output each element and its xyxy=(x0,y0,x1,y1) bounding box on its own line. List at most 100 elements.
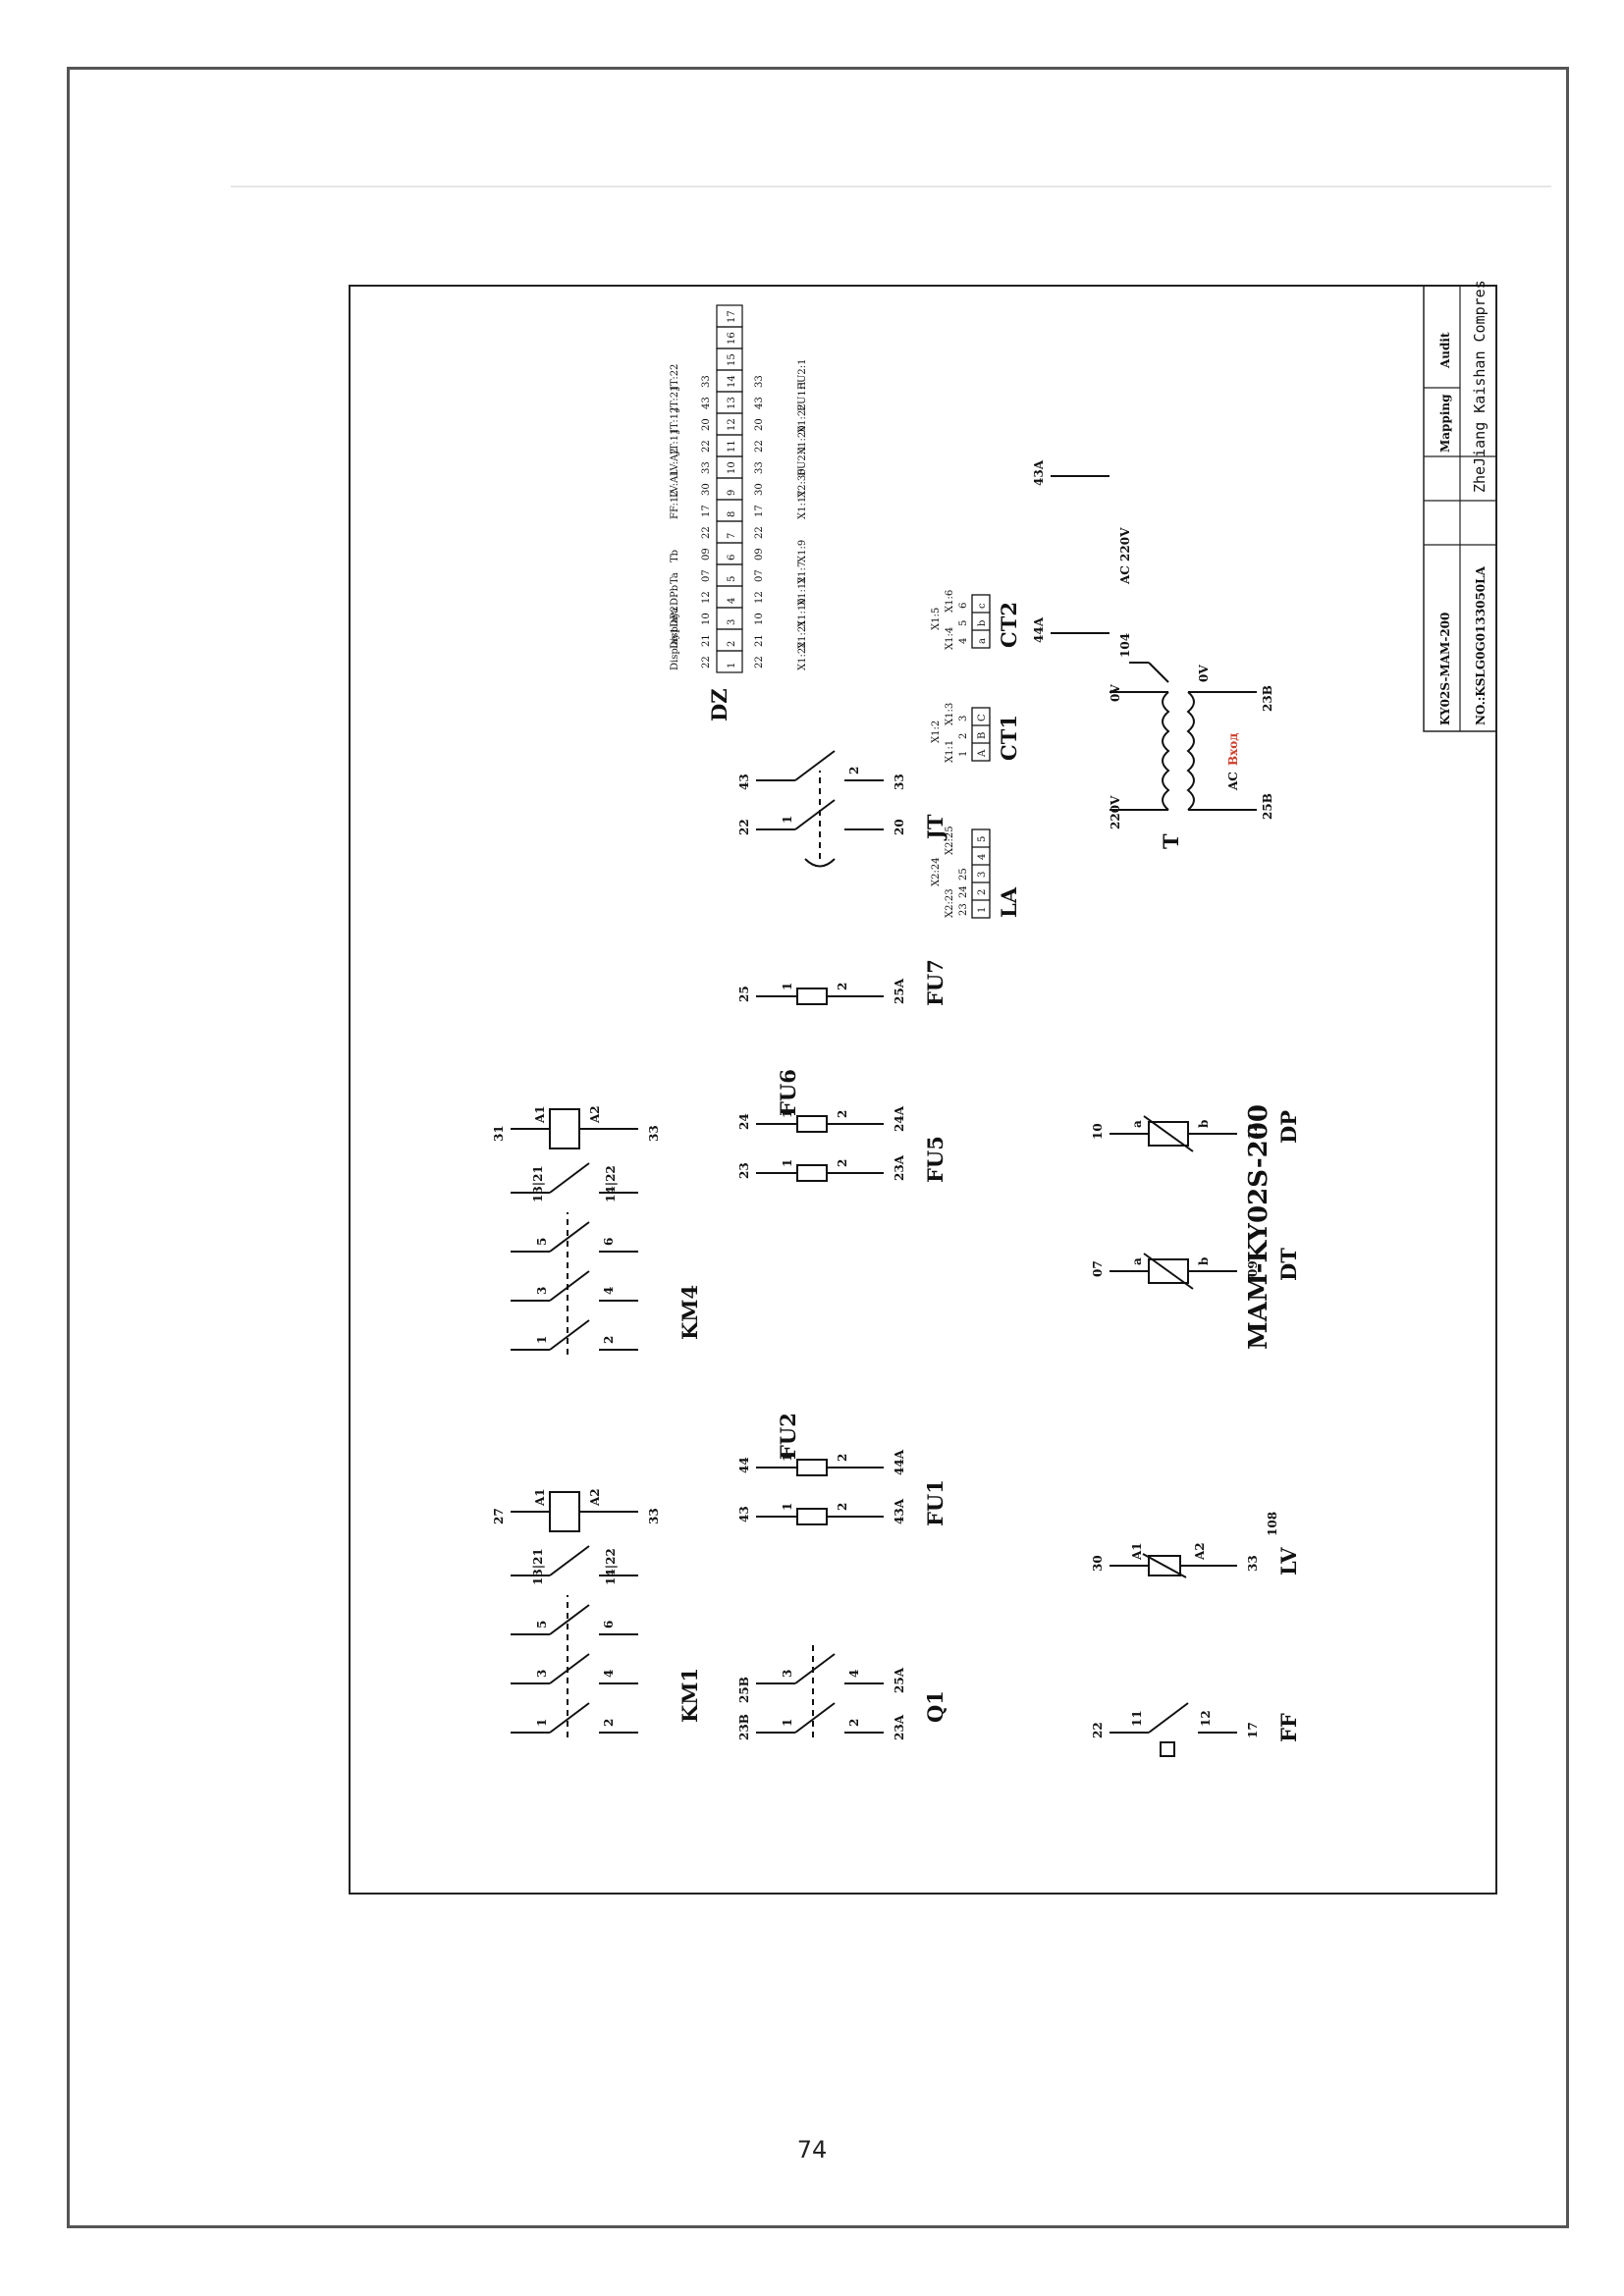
dz-right-wire: 43 xyxy=(701,397,712,409)
lv-valve: A1 A2 30 33 108 LV xyxy=(1091,1512,1301,1578)
jt-label: JT xyxy=(923,814,947,841)
dz-left-wire: 12 xyxy=(754,591,765,604)
title-block: KY02S-MAM-200 NO.:KSLG0G0133050LA Mappin… xyxy=(1423,280,1497,732)
km4-pole-1: 1 xyxy=(535,1336,549,1344)
q1-in-b: 25B xyxy=(737,1677,751,1703)
q1-pin-2: 2 xyxy=(847,1719,861,1727)
fu6-p1: 1 xyxy=(781,1110,794,1118)
dz-left-term: X2:30 xyxy=(797,468,808,498)
dz-right-term: Display2 xyxy=(670,606,680,649)
la-pin-4: 4 xyxy=(977,854,988,860)
km1-pole-4: 4 xyxy=(602,1670,616,1678)
dz-pin: 10 xyxy=(727,461,737,474)
km1-aux-contacts-b: 14|22 xyxy=(604,1548,618,1585)
dz-left-term: FU2:1 xyxy=(797,446,808,476)
km1-label: KM1 xyxy=(677,1668,702,1723)
q1-out-b: 25A xyxy=(893,1667,906,1693)
dz-pin: 2 xyxy=(727,641,737,647)
t-label: T xyxy=(1159,833,1183,849)
jt-in-b: 43 xyxy=(737,774,751,790)
fu6-fuse: 1 2 24 24A FU6 xyxy=(737,1069,906,1133)
dz-right-wire: 22 xyxy=(701,656,712,668)
fu5-p2: 2 xyxy=(836,1159,849,1167)
ct2-wire-5: 5 xyxy=(958,620,969,626)
dt-in: 07 xyxy=(1091,1260,1105,1277)
page-frame xyxy=(67,67,1569,2228)
la-term-1: X2:23 xyxy=(945,888,955,918)
q1-breaker: 1 3 2 4 23B 25B 23A 25A Q1 xyxy=(737,1644,947,1740)
q1-in-a: 23B xyxy=(737,1714,751,1740)
dt-label: DT xyxy=(1276,1248,1301,1281)
dz-pin: 7 xyxy=(727,533,737,539)
fu6-p2: 2 xyxy=(836,1110,849,1118)
km4-coil-a1: A1 xyxy=(533,1105,547,1124)
ff-switch: 11 12 22 17 FF xyxy=(1091,1702,1301,1757)
title-block-drawing-no: NO.:KSLG0G0133050LA xyxy=(1474,565,1488,725)
km1-coil-out: 33 xyxy=(647,1508,661,1524)
dz-pin: 15 xyxy=(727,353,737,366)
dp-pa: a xyxy=(1130,1120,1144,1128)
fu2-label: FU2 xyxy=(776,1413,800,1460)
dz-pin: 8 xyxy=(727,511,737,517)
ct2-term-5: X1:5 xyxy=(931,608,942,630)
dz-left-wire: 33 xyxy=(754,461,765,474)
t-prim-out: 23B xyxy=(1261,685,1274,712)
la-term-3: X2:25 xyxy=(945,826,955,855)
q1-pin-1: 1 xyxy=(781,1719,794,1727)
dz-cell xyxy=(716,304,743,328)
t-ac-out: AC 220V xyxy=(1118,527,1132,585)
km1-coil-in: 27 xyxy=(492,1508,506,1524)
q1-out-a: 23A xyxy=(893,1714,906,1740)
t-sec-v-bot: 0V xyxy=(1109,684,1122,702)
fu1-in: 43 xyxy=(737,1506,751,1522)
lv-a1: A1 xyxy=(1130,1542,1144,1561)
fu5-fuse: 1 2 23 23A FU5 xyxy=(737,1136,947,1183)
dz-left-wire: 43 xyxy=(754,397,765,409)
dz-pin: 4 xyxy=(727,598,737,604)
dz-left-wire: 20 xyxy=(754,418,765,431)
dz-right-term: JT:12 xyxy=(670,407,680,434)
transformer-t: 220V 0V 104 25B 23B 0V T AC Вход AC 220V… xyxy=(1032,459,1274,849)
ct1-wire-3: 3 xyxy=(958,716,969,721)
ct1-pin-b: B xyxy=(977,732,988,739)
km4-aux-contacts-b: 14|22 xyxy=(604,1165,618,1202)
ct2-term-6: X1:6 xyxy=(945,590,955,613)
fu2-in: 44 xyxy=(737,1457,751,1473)
la-pin-1: 1 xyxy=(977,907,988,913)
lv-label: LV xyxy=(1276,1547,1301,1575)
dz-label: DZ xyxy=(707,688,731,721)
dz-left-term: X1:17 xyxy=(797,490,808,519)
title-block-company: ZheJiang Kaishan Compressor Co,Ltd xyxy=(1471,280,1489,493)
km1-pole-3: 3 xyxy=(535,1670,549,1678)
jt-switch: 1 2 22 43 20 33 JT xyxy=(737,750,947,868)
la-pin-3: 3 xyxy=(977,872,988,878)
dz-left-term: X1:10 xyxy=(797,598,808,627)
dz-left-term: X1:12 xyxy=(797,576,808,606)
ct1-term-3: X1:3 xyxy=(945,703,955,725)
km4-coil-a2: A2 xyxy=(588,1105,602,1124)
fu2-p1: 1 xyxy=(781,1454,794,1462)
title-block-model: KY02S-MAM-200 xyxy=(1438,613,1452,725)
q1-label: Q1 xyxy=(923,1690,947,1723)
fu1-fuse: 1 2 43 43A FU1 xyxy=(737,1479,947,1526)
dz-pin: 1 xyxy=(727,663,737,668)
dz-left-wire: 10 xyxy=(754,613,765,625)
dz-right-wire: 20 xyxy=(701,418,712,431)
km1-pole-2: 2 xyxy=(602,1719,616,1727)
dz-right-term: Tb xyxy=(670,550,680,562)
dt-pa: a xyxy=(1130,1257,1144,1265)
title-block-mapping-label: Mapping xyxy=(1438,394,1452,453)
t-ac-in: AC xyxy=(1226,772,1240,791)
fu1-out: 43A xyxy=(893,1498,906,1524)
fu7-p1: 1 xyxy=(781,983,794,990)
dz-right-term: LV:A2 xyxy=(670,448,680,476)
km1-aux-contacts: 13|21 xyxy=(531,1548,545,1585)
km1-contactor: 1 3 5 2 4 6 13|21 14|22 A1 A2 27 33 KM1 xyxy=(492,1488,702,1737)
dz-right-wire: 12 xyxy=(701,591,712,604)
dz-pin: 12 xyxy=(727,418,737,431)
dz-pin: 6 xyxy=(727,555,737,561)
ct1-pin-a: A xyxy=(977,749,988,758)
dz-right-term: Display1 xyxy=(670,627,680,670)
fu7-label: FU7 xyxy=(923,959,947,1006)
lv-in: 30 xyxy=(1091,1555,1105,1572)
